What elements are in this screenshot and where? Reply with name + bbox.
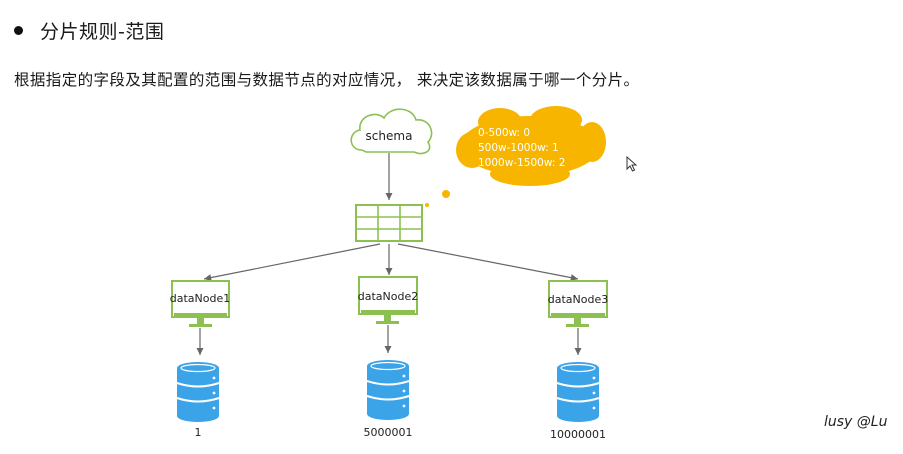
table-to-node3-arrow [397, 243, 579, 282]
bubble-dot-small [425, 203, 429, 207]
data-node-1: dataNode1 1 [170, 280, 230, 439]
schema-label: schema [366, 129, 413, 143]
monitor-icon [548, 280, 608, 318]
schema-cloud: schema [350, 108, 433, 155]
description-text: 根据指定的字段及其配置的范围与数据节点的对应情况， 来决定该数据属于哪一个分片。 [14, 71, 640, 89]
database-icon [176, 362, 220, 422]
data-node-2: dataNode2 5000001 [358, 276, 418, 439]
db-1-label: 1 [195, 426, 202, 439]
routing-table-icon [355, 204, 423, 242]
node-3-label: dataNode3 [548, 293, 608, 306]
table-to-node1-arrow [203, 243, 381, 282]
range-bubble: 0-500w: 0 500w-1000w: 1 1000w-1500w: 2 [425, 106, 606, 207]
db-2-label: 5000001 [364, 426, 413, 439]
range-line-3: 1000w-1500w: 2 [478, 157, 565, 169]
signature-text: lusy @Lu [824, 414, 888, 430]
monitor-icon [358, 276, 418, 315]
monitor-icon [171, 280, 230, 318]
range-line-1: 0-500w: 0 [478, 127, 530, 139]
node-2-label: dataNode2 [358, 290, 418, 303]
section-heading: 分片规则-范围 [14, 17, 164, 44]
bullet-icon [14, 26, 23, 35]
db-3-label: 10000001 [550, 428, 606, 441]
database-icon [556, 362, 600, 422]
data-node-3: dataNode3 10000001 [548, 280, 608, 441]
heading-text: 分片规则-范围 [40, 21, 165, 43]
mouse-cursor-icon [626, 156, 638, 172]
node-1-label: dataNode1 [170, 292, 230, 305]
range-line-2: 500w-1000w: 1 [478, 142, 559, 154]
bubble-dot-large [442, 190, 450, 198]
database-icon [366, 360, 410, 420]
